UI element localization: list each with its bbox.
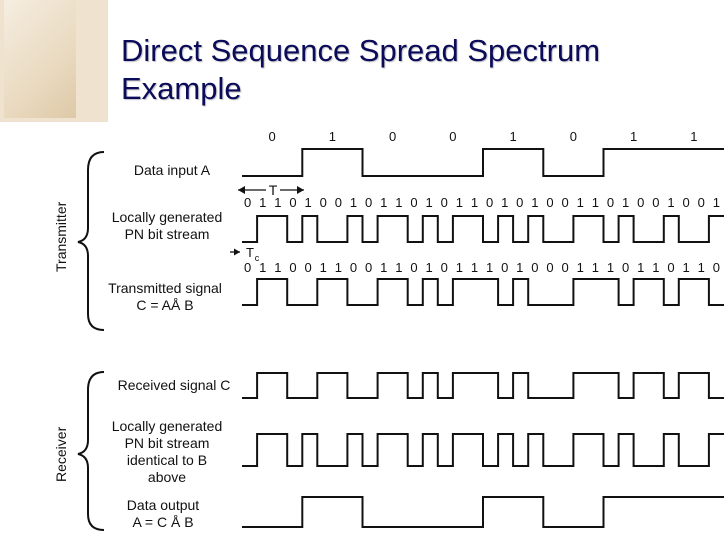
data-output-label-line-1: Data output: [127, 497, 199, 513]
receiver-group-label: Receiver: [53, 426, 69, 482]
chip-period-subscript: c: [255, 253, 260, 263]
data-input-waveform: [242, 148, 724, 177]
tx-signal-label-line-1: Transmitted signal: [108, 280, 222, 296]
tx-signal-label-line-2: C = AÅ B: [136, 297, 193, 313]
rx-pn-label-line-4: above: [148, 469, 186, 485]
slide-title-line-1: Direct Sequence Spread Spectrum: [121, 33, 601, 68]
chip-period-marker: T c: [230, 245, 260, 263]
receiver-brace: [77, 371, 105, 531]
slide-title: Direct Sequence Spread Spectrum Example: [121, 32, 600, 108]
data-output-waveform: [242, 496, 724, 528]
transmitted-signal-waveform: [242, 278, 724, 306]
bit-period-label: T: [269, 182, 278, 198]
pn-stream-label-line-2: PN bit stream: [125, 226, 210, 242]
data-bit-label: 1: [690, 129, 697, 144]
transmitter-brace: [77, 151, 105, 331]
data-output-label-line-2: A = C Å B: [132, 514, 193, 530]
corner-decoration-gradient: [4, 0, 76, 118]
data-bit-label: 0: [449, 129, 456, 144]
pn-sequence-text: 0 1 1 0 1 0 0 1 0 1 1 0 1 0 1 1 0 1 0 1 …: [244, 195, 720, 210]
receiver-pn-stream-waveform: [242, 433, 724, 467]
data-bit-label: 0: [268, 129, 275, 144]
transmitter-group-label: Transmitter: [53, 201, 69, 272]
data-bit-label: 0: [570, 129, 577, 144]
corner-decoration: [0, 0, 108, 122]
rx-pn-label-line-1: Locally generated: [112, 418, 223, 434]
data-bit-label: 1: [329, 129, 336, 144]
tx-sequence-text: 0 1 1 0 0 1 1 0 0 1 1 0 1 0 1 1 1 0 1 0 …: [244, 260, 720, 275]
pn-stream-waveform: [242, 215, 724, 243]
received-signal-waveform: [242, 372, 724, 399]
data-bit-label: 1: [509, 129, 516, 144]
data-input-label: Data input A: [134, 162, 211, 178]
rx-signal-label: Received signal C: [118, 377, 231, 393]
data-bit-label: 1: [630, 129, 637, 144]
slide-title-line-2: Example: [121, 71, 242, 106]
pn-stream-label-line-1: Locally generated: [112, 209, 223, 225]
rx-pn-label-line-3: identical to B: [127, 452, 207, 468]
bit-period-marker: T: [238, 182, 304, 198]
data-bit-label: 0: [389, 129, 396, 144]
chip-period-label: T: [246, 245, 254, 260]
rx-pn-label-line-2: PN bit stream: [125, 435, 210, 451]
